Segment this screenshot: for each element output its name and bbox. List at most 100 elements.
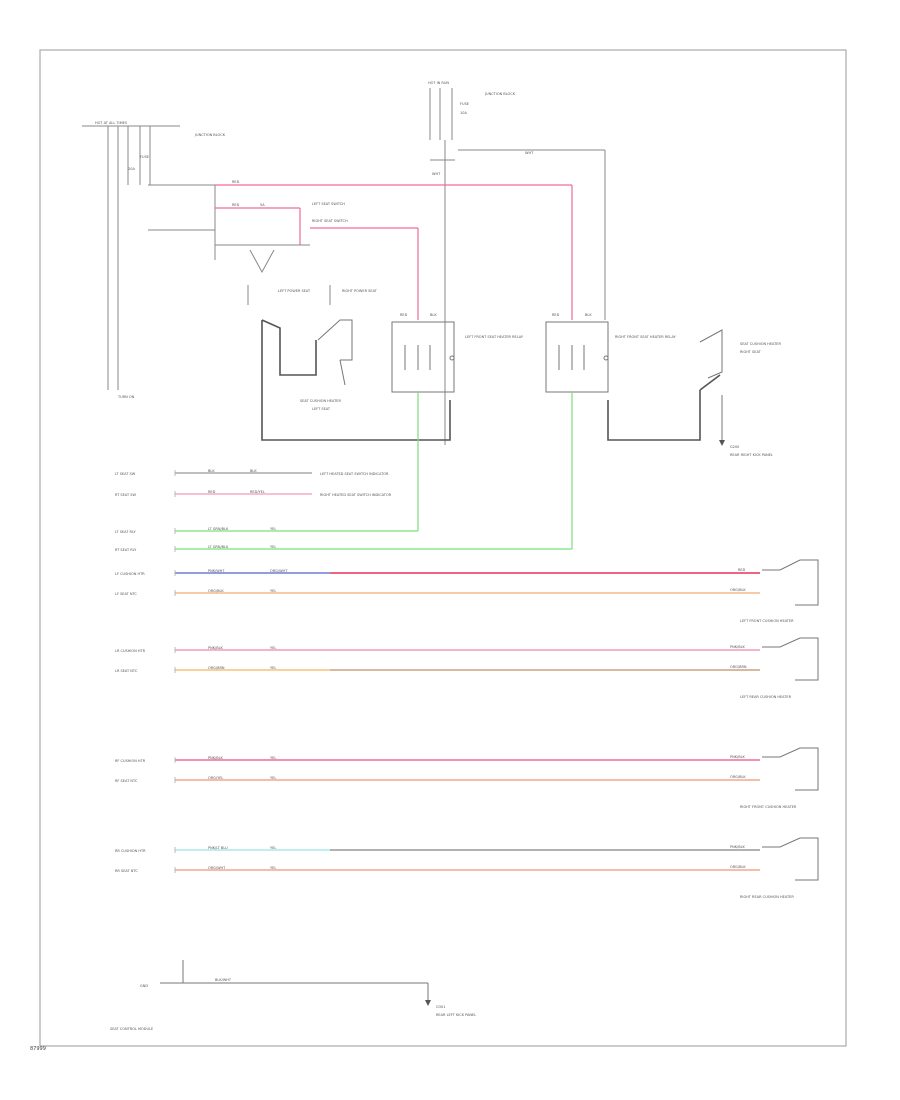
pink-feed-wires xyxy=(215,184,573,320)
signal-10-name: RR CUSHION HTR xyxy=(115,849,146,853)
signal-10-wire: PNK/LT BLU xyxy=(208,846,228,850)
right-ground-symbol xyxy=(719,440,725,446)
signal-4-color: ORG/WHT xyxy=(270,569,288,573)
left-seat-label: LEFT SEAT xyxy=(312,407,331,411)
signal-2-name: LT SEAT RLY xyxy=(115,530,136,534)
signal-7-wire: ORG/BRN xyxy=(208,666,225,670)
wire-red-2: RED xyxy=(232,203,240,207)
signal-3-name: RT SEAT RLY xyxy=(115,548,137,552)
signal-6-end: PNK/BLK xyxy=(730,645,746,649)
signal-4-end: RED xyxy=(738,568,746,572)
heater-wires xyxy=(175,572,760,871)
wire-wht-label: WHT xyxy=(525,151,534,155)
bottom-ground-label: REAR LEFT KICK PANEL xyxy=(436,1013,476,1017)
signal-4-name: LF CUSHION HTR xyxy=(115,572,145,576)
signal-11-end: ORG/BLK xyxy=(730,865,746,869)
seat-switch-block xyxy=(215,244,331,305)
signal-8-end: PNK/BLK xyxy=(730,755,746,759)
signal-1-name: RT SEAT SW xyxy=(115,493,136,497)
fuse-top-label: FUSE xyxy=(460,102,469,106)
right-seat-label: RIGHT SEAT xyxy=(740,350,762,354)
signal-9-wire: ORG/YEL xyxy=(208,776,223,780)
signal-5-name: LF SEAT NTC xyxy=(115,592,137,596)
right-front-seat-relay-label: RIGHT FRONT SEAT HEATER RELAY xyxy=(615,335,677,339)
junction-block-top-label: JUNCTION BLOCK xyxy=(484,92,516,96)
fuse-left-label: FUSE xyxy=(140,155,149,159)
diagram-frame xyxy=(39,49,847,1047)
signal-1-conn: RIGHT HEATED SEAT SWITCH INDICATOR xyxy=(320,493,392,497)
right-front-seat-relay xyxy=(545,321,609,393)
signal-10-color: YEL xyxy=(270,846,276,850)
wire-red-4: RED xyxy=(552,313,560,317)
left-seat-switch-label: LEFT SEAT SWITCH xyxy=(312,202,345,206)
signal-1-color: RED/YEL xyxy=(250,490,265,494)
heater-1-label: LEFT REAR CUSHION HEATER xyxy=(740,695,792,699)
left-power-feed xyxy=(82,125,216,390)
signal-4-wire: PNK/WHT xyxy=(208,569,225,573)
signal-8-color: YEL xyxy=(270,756,276,760)
junction-block-left-label: JUNCTION BLOCK xyxy=(194,133,226,137)
signal-9-color: YEL xyxy=(270,776,276,780)
bottom-ground-section xyxy=(160,960,429,1000)
signal-6-wire: PNK/BLK xyxy=(208,646,224,650)
turn-on-label: TURN ON xyxy=(117,395,135,399)
signal-11-name: RR SEAT NTC xyxy=(115,869,138,873)
seat-cushion-left-label: SEAT CUSHION HEATER xyxy=(300,399,341,403)
green-relay-wires xyxy=(175,392,573,550)
left-front-seat-relay-label: LEFT FRONT SEAT HEATER RELAY xyxy=(465,335,524,339)
left-front-seat-relay xyxy=(391,321,455,393)
signal-5-wire: ORG/BLK xyxy=(208,589,224,593)
signal-8-name: RF CUSHION HTR xyxy=(115,759,146,763)
signal-3-color: YEL xyxy=(270,545,276,549)
signal-11-color: YEL xyxy=(270,866,276,870)
right-seat-heater-loop xyxy=(607,374,721,441)
signal-2-wire: LT GRN/BLK xyxy=(208,527,229,531)
signal-5-end: ORG/BLK xyxy=(730,588,746,592)
signal-6-color: YEL xyxy=(270,646,276,650)
fuse-top-amp: 10A xyxy=(460,111,467,115)
heater-2-label: RIGHT FRONT CUSHION HEATER xyxy=(740,805,797,809)
bottom-ground-symbol xyxy=(425,1000,431,1006)
wire-blk-label: BLK xyxy=(430,313,437,317)
signal-3-wire: LT GRN/BLK xyxy=(208,545,229,549)
signal-11-wire: ORG/WHT xyxy=(208,866,226,870)
heater-0-label: LEFT FRONT CUSHION HEATER xyxy=(740,619,794,623)
diagram-id: 87999 xyxy=(30,1046,46,1052)
bottom-module-label: SEAT CONTROL MODULE xyxy=(110,1027,153,1031)
signal-7-end: ORG/BRN xyxy=(730,665,747,669)
seat-cushion-right-label: SEAT CUSHION HEATER xyxy=(740,342,781,346)
wire-wht-2-label: WHT xyxy=(432,172,441,176)
signal-6-name: LR CUSHION HTR xyxy=(115,649,146,653)
signal-0-name: LT SEAT SW xyxy=(115,472,136,476)
signal-7-name: LR SEAT NTC xyxy=(115,669,138,673)
right-power-seat-label: RIGHT POWER SEAT xyxy=(342,289,378,293)
bottom-ground-id: G301 xyxy=(436,1005,445,1009)
signal-10-end: PNK/BLK xyxy=(730,845,746,849)
heater-3-label: RIGHT REAR CUSHION HEATER xyxy=(740,895,794,899)
fuse-sub-label: 5A xyxy=(260,203,265,207)
signal-0-color: BLK xyxy=(250,469,257,473)
wire-red-1: RED xyxy=(232,180,240,184)
signal-0-conn: LEFT HEATED SEAT SWITCH INDICATOR xyxy=(320,472,389,476)
bottom-gnd-label: GND xyxy=(140,984,148,988)
signal-5-color: YEL xyxy=(270,589,276,593)
rear-right-kick-label: REAR RIGHT KICK PANEL xyxy=(730,453,773,457)
left-seat-cushion xyxy=(317,319,353,386)
signal-1-wire: RED xyxy=(208,490,216,494)
ground-lkp-label: G200 xyxy=(730,445,739,449)
heater-elements xyxy=(762,559,819,881)
signal-rows: LT SEAT SW BLK BLK LEFT HEATED SEAT SWIT… xyxy=(115,469,747,873)
signal-2-color: YEL xyxy=(270,527,276,531)
right-seat-switch-label: RIGHT SEAT SWITCH xyxy=(312,219,348,223)
left-power-seat-label: LEFT POWER SEAT xyxy=(278,289,311,293)
hot-at-all-times-label: HOT AT ALL TIMES xyxy=(95,121,128,125)
wire-red-3: RED xyxy=(400,313,408,317)
signal-8-wire: PNK/BLK xyxy=(208,756,224,760)
signal-7-color: YEL xyxy=(270,666,276,670)
signal-9-end: ORG/BLK xyxy=(730,775,746,779)
signal-0-wire: BLK xyxy=(208,469,215,473)
switch-indicator-wires xyxy=(175,472,312,495)
hot-in-run-label: HOT IN RUN xyxy=(428,81,449,85)
right-seat-cushion xyxy=(699,329,723,440)
